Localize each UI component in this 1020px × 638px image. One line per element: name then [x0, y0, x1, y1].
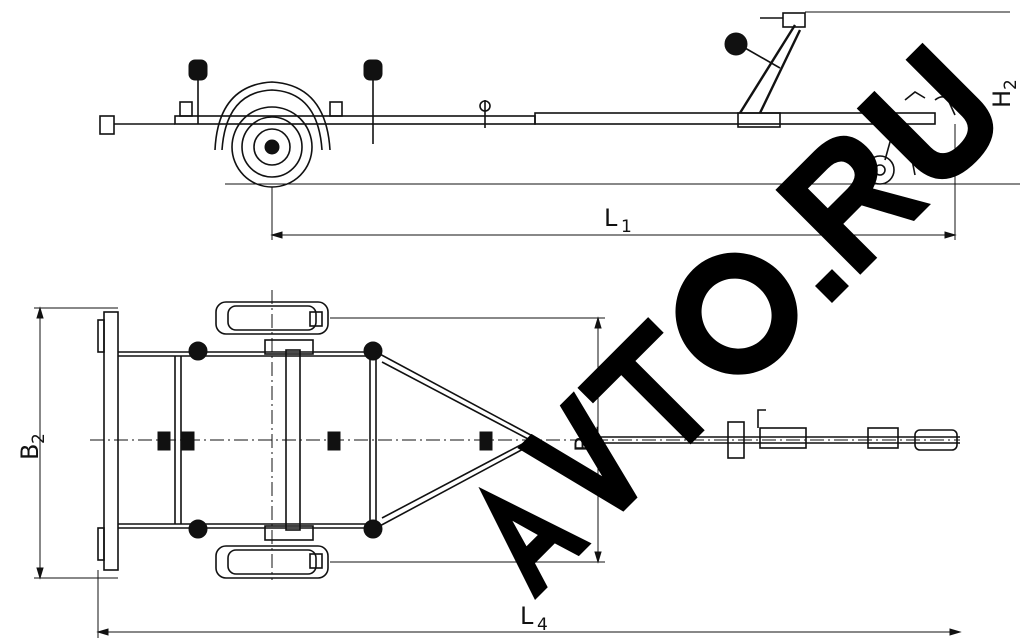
bow-support — [738, 24, 797, 114]
dimension-sub-l1: 1 — [621, 217, 632, 237]
side-roller-2 — [363, 59, 383, 81]
watermark-letter-o — [675, 252, 798, 375]
dimension-label-b2: B — [16, 444, 44, 460]
side-roller-1 — [188, 59, 208, 81]
top-roller-4 — [363, 519, 383, 539]
top-roller-2 — [188, 519, 208, 539]
top-wheel-right — [215, 545, 329, 579]
axle — [285, 349, 301, 531]
top-view: B 2 B 1 L 4 — [16, 290, 962, 638]
watermark-letter-v — [517, 391, 638, 512]
bow-roller — [724, 32, 748, 56]
rear-crossbar — [103, 311, 119, 571]
dimension-sub-l4: 4 — [537, 615, 548, 635]
drawbar-upper — [375, 351, 541, 441]
dimension-sub-h2: 2 — [1001, 79, 1020, 90]
side-drawbar — [534, 112, 936, 125]
dimension-label-h2: H — [988, 90, 1016, 108]
top-roller-3 — [363, 341, 383, 361]
top-roller-1 — [188, 341, 208, 361]
watermark — [478, 42, 994, 600]
watermark-letter-u — [856, 42, 994, 180]
watermark-letter-t — [577, 317, 705, 445]
watermark-dot — [815, 269, 849, 304]
watermark-letter-a — [478, 486, 592, 600]
dimension-label-l4: L — [520, 602, 534, 630]
wheel-hub — [264, 139, 280, 155]
rear-light — [99, 115, 115, 135]
dimension-sub-b2: 2 — [29, 433, 49, 444]
coupling — [914, 429, 958, 451]
top-wheel-left — [215, 301, 329, 335]
drawbar-lower — [375, 439, 541, 529]
dimension-label-l1: L — [604, 204, 618, 232]
winch — [782, 12, 806, 28]
fender — [214, 81, 331, 151]
watermark-letter-r — [775, 135, 931, 275]
